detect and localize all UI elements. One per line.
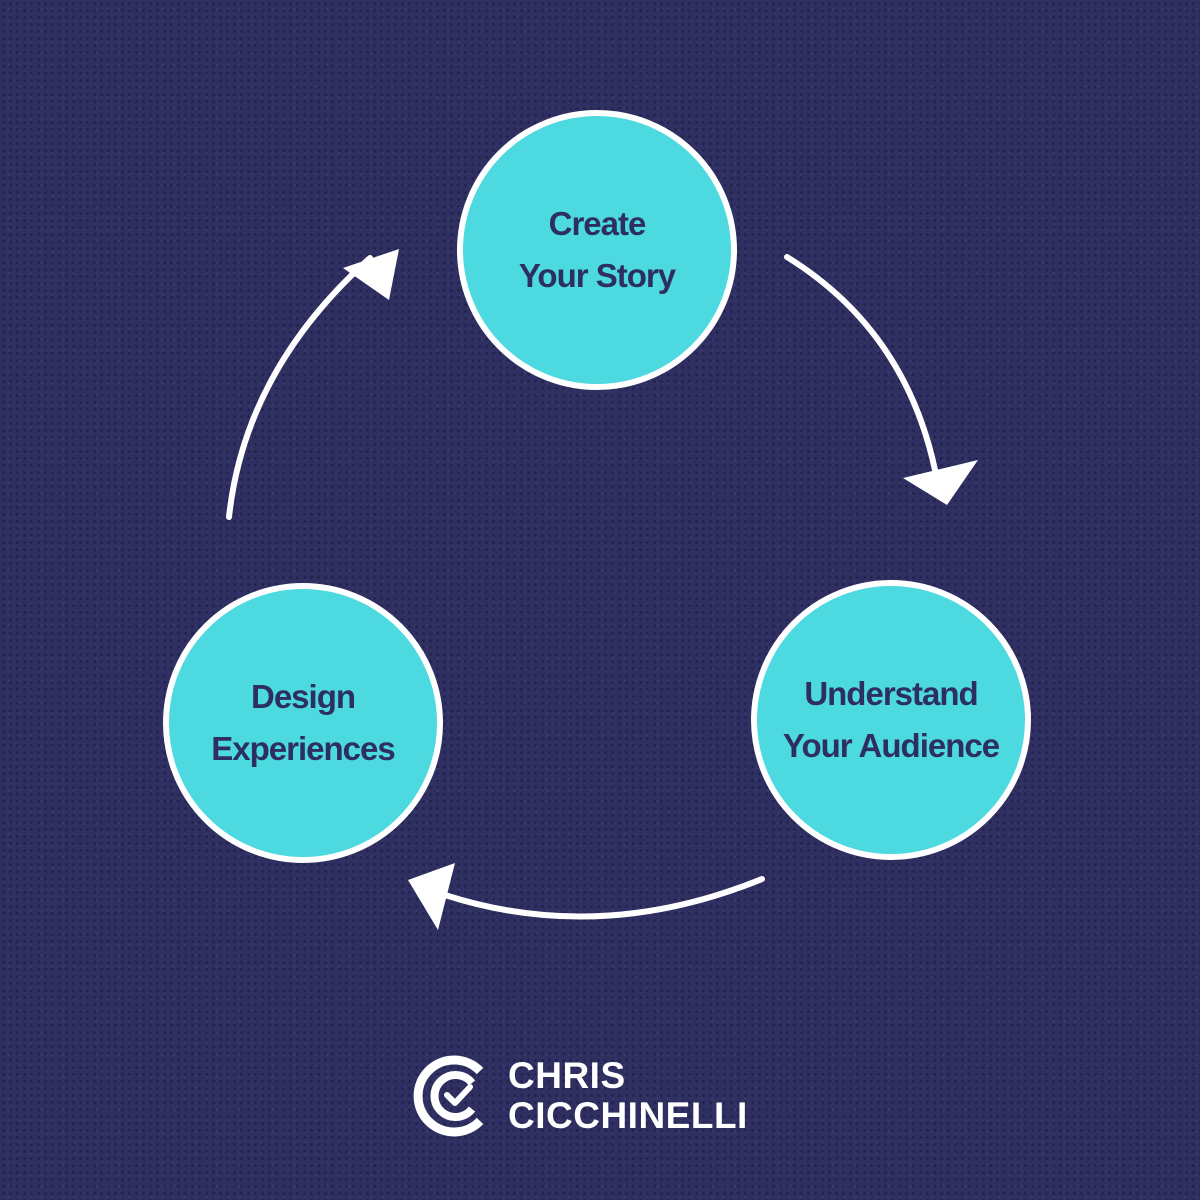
arrowhead-create-to-understand bbox=[903, 460, 978, 505]
node-label-line: Experiences bbox=[211, 730, 395, 767]
arrowhead-understand-to-design bbox=[408, 863, 455, 930]
brand-name-line2: CICCHINELLI bbox=[508, 1095, 748, 1136]
arrow-understand-to-design bbox=[442, 876, 765, 920]
node-label-line: Your Story bbox=[518, 257, 676, 294]
arrowhead-design-to-create bbox=[343, 249, 399, 300]
node-label: Understand Your Audience bbox=[782, 668, 1000, 772]
brand-logo: CHRIS CICCHINELLI bbox=[410, 1053, 748, 1139]
node-understand-your-audience: Understand Your Audience bbox=[751, 580, 1031, 860]
brand-name: CHRIS CICCHINELLI bbox=[508, 1056, 748, 1136]
node-label-line: Create bbox=[548, 205, 647, 242]
arrow-create-to-understand bbox=[784, 254, 938, 473]
node-label-line: Your Audience bbox=[782, 727, 1000, 764]
arrow-design-to-create bbox=[226, 255, 373, 520]
node-label-line: Understand bbox=[804, 675, 978, 712]
node-label: Design Experiences bbox=[211, 671, 395, 775]
node-label-line: Design bbox=[250, 678, 356, 715]
node-label: Create Your Story bbox=[518, 198, 676, 302]
brand-name-line1: CHRIS bbox=[508, 1055, 626, 1096]
node-create-your-story: Create Your Story bbox=[457, 110, 737, 390]
node-design-experiences: Design Experiences bbox=[163, 583, 443, 863]
cc-checkmark-logo-icon bbox=[413, 1055, 484, 1137]
